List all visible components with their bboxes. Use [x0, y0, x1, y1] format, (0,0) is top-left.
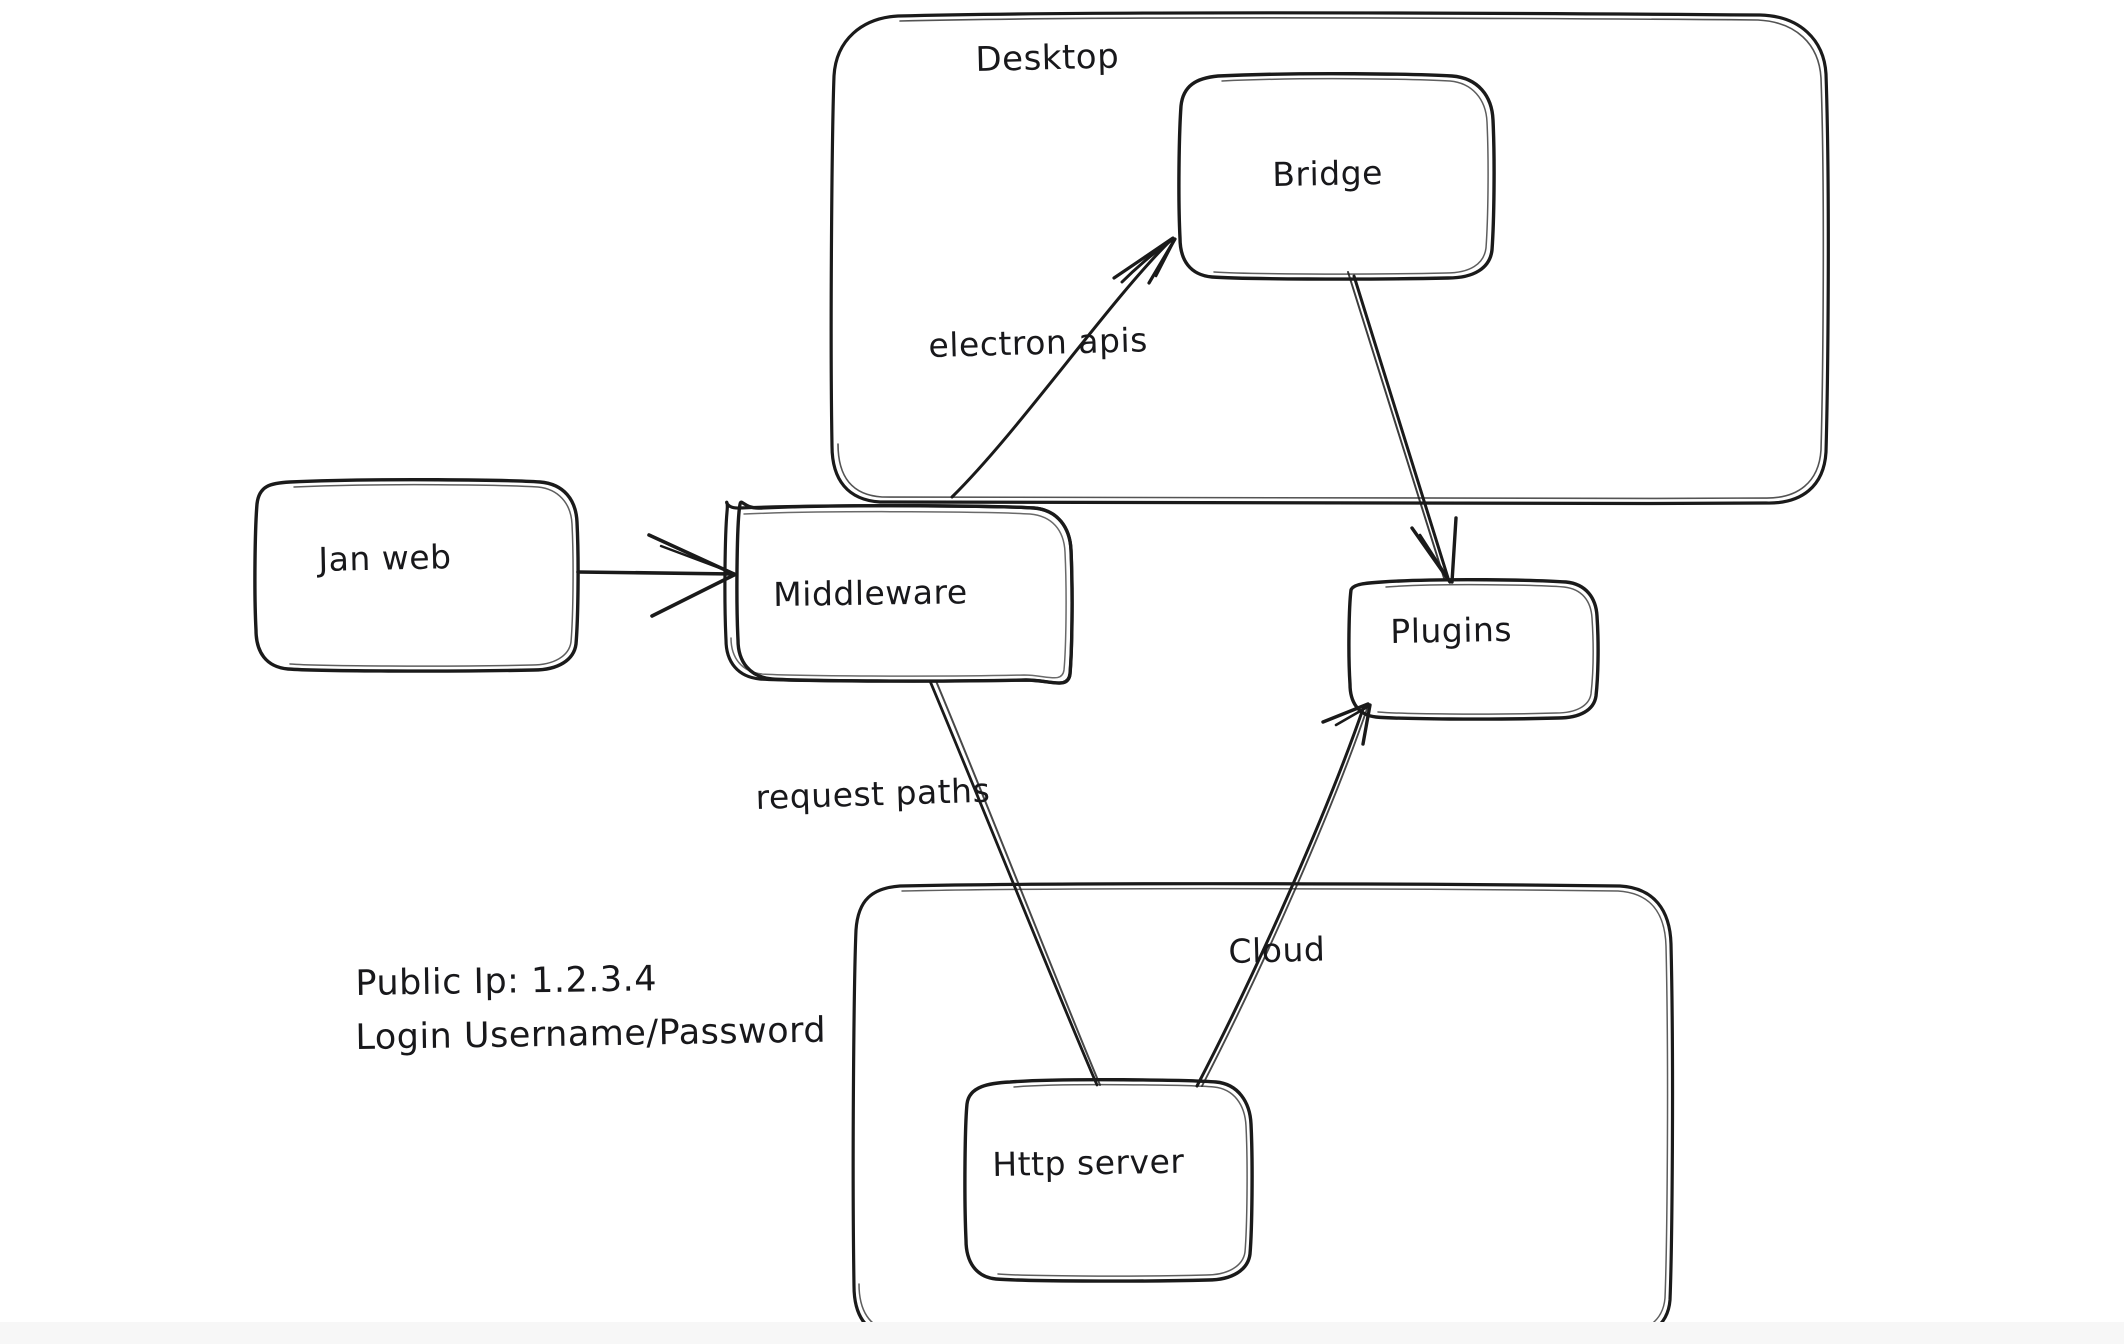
node-bridge-outline: [1177, 71, 1496, 281]
bottom-strip: [0, 1322, 2124, 1344]
node-jan-web-outline: [253, 477, 580, 673]
node-http-server-outline: [963, 1077, 1254, 1283]
edge-janweb-to-middleware: [576, 533, 736, 618]
edge-middleware-to-httpserver: [928, 679, 1101, 1087]
group-desktop-outline: [829, 11, 1830, 506]
node-middleware-outline: [723, 500, 1074, 685]
node-plugins-outline: [1347, 577, 1600, 721]
edge-httpserver-to-plugins: [1195, 702, 1372, 1088]
edge-middleware-to-bridge: [950, 236, 1177, 499]
edge-bridge-to-plugins: [1347, 271, 1458, 584]
